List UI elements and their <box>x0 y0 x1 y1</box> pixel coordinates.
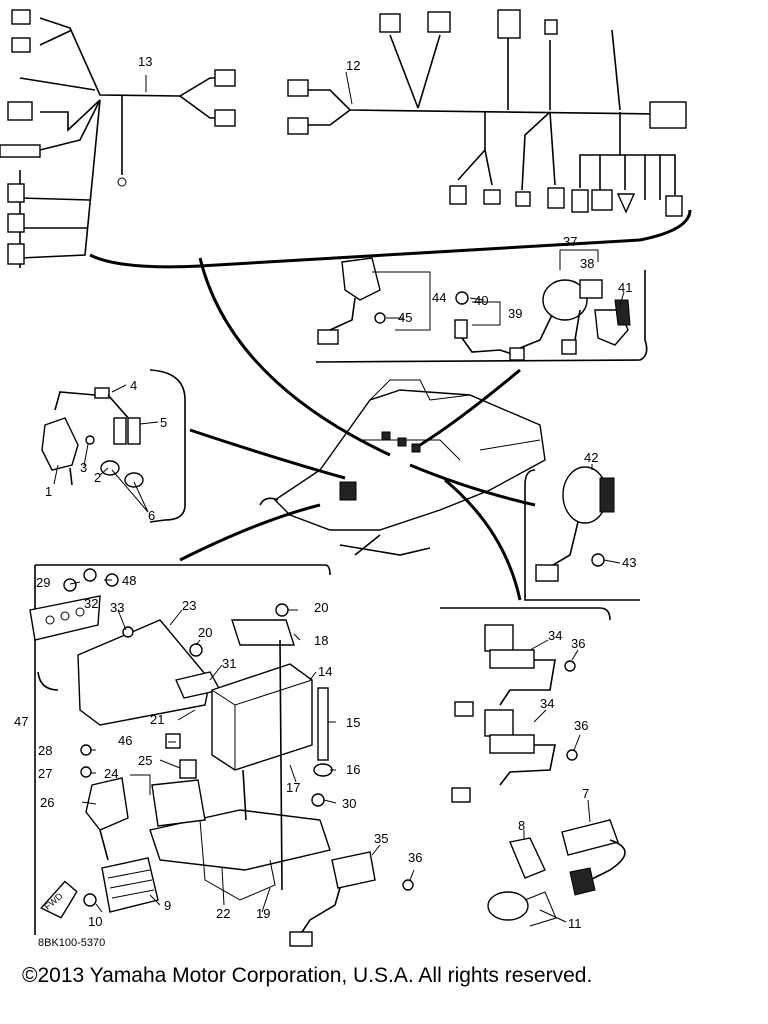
callout-44: 44 <box>432 290 446 305</box>
callout-31: 31 <box>222 656 236 671</box>
callout-8: 8 <box>518 818 525 833</box>
unit-7-8-11-group <box>487 819 626 927</box>
callout-38: 38 <box>580 256 594 271</box>
callout-28: 28 <box>38 743 52 758</box>
part-code: 8BK100-5370 <box>38 937 106 949</box>
snowmobile-body <box>179 257 546 601</box>
callout-47: 47 <box>14 714 28 729</box>
callout-26: 26 <box>40 795 54 810</box>
callout-36-top: 36 <box>571 636 585 651</box>
cdi-unit-group <box>29 564 414 947</box>
callout-7: 7 <box>582 786 589 801</box>
callout-43: 43 <box>622 555 636 570</box>
callout-24: 24 <box>104 766 118 781</box>
callout-41: 41 <box>618 280 632 295</box>
callout-40: 40 <box>474 293 488 308</box>
callout-21: 21 <box>150 712 164 727</box>
callout-37: 37 <box>563 234 577 249</box>
wire-harness-12 <box>89 9 692 269</box>
callout-30: 30 <box>342 796 356 811</box>
callout-39: 39 <box>508 306 522 321</box>
ignition-coil-group <box>41 369 186 523</box>
callout-33: 33 <box>110 600 124 615</box>
copyright-notice: ©2013 Yamaha Motor Corporation, U.S.A. A… <box>22 964 593 987</box>
callout-34-mid: 34 <box>540 696 554 711</box>
callout-18: 18 <box>314 633 328 648</box>
relay-42-group <box>524 466 640 601</box>
switch-34-group <box>440 607 611 803</box>
callout-labels: 13 12 37 38 41 44 40 39 45 4 5 3 2 1 6 4… <box>14 54 636 931</box>
callout-1: 1 <box>45 484 52 499</box>
callout-2: 2 <box>94 470 101 485</box>
callout-5: 5 <box>160 415 167 430</box>
callout-6: 6 <box>148 508 155 523</box>
callout-16: 16 <box>346 762 360 777</box>
switch-group <box>315 249 648 363</box>
callout-36-mid: 36 <box>574 718 588 733</box>
callout-46: 46 <box>118 733 132 748</box>
callout-29: 29 <box>36 575 50 590</box>
callout-4: 4 <box>130 378 137 393</box>
callout-3: 3 <box>80 460 87 475</box>
callout-23: 23 <box>182 598 196 613</box>
callout-14: 14 <box>318 664 332 679</box>
callout-22: 22 <box>216 906 230 921</box>
callout-13: 13 <box>138 54 152 69</box>
callout-25: 25 <box>138 753 152 768</box>
callout-20-top: 20 <box>314 600 328 615</box>
callout-34-top: 34 <box>548 628 562 643</box>
callout-35: 35 <box>374 831 388 846</box>
leader-lines <box>53 291 625 923</box>
callout-9: 9 <box>164 898 171 913</box>
callout-32: 32 <box>84 596 98 611</box>
callout-11: 11 <box>568 916 582 931</box>
callout-19: 19 <box>256 906 270 921</box>
callout-12: 12 <box>346 58 360 73</box>
callout-45: 45 <box>398 310 412 325</box>
callout-20-mid: 20 <box>198 625 212 640</box>
wire-harness-13 <box>0 9 236 268</box>
callout-27: 27 <box>38 766 52 781</box>
parts-diagram: 13 12 37 38 41 44 40 39 45 4 5 3 2 1 6 4… <box>0 9 692 947</box>
callout-48: 48 <box>122 573 136 588</box>
callout-36-bottom: 36 <box>408 850 422 865</box>
callout-15: 15 <box>346 715 360 730</box>
callout-17: 17 <box>286 780 300 795</box>
callout-10: 10 <box>88 914 102 929</box>
callout-42: 42 <box>584 450 598 465</box>
